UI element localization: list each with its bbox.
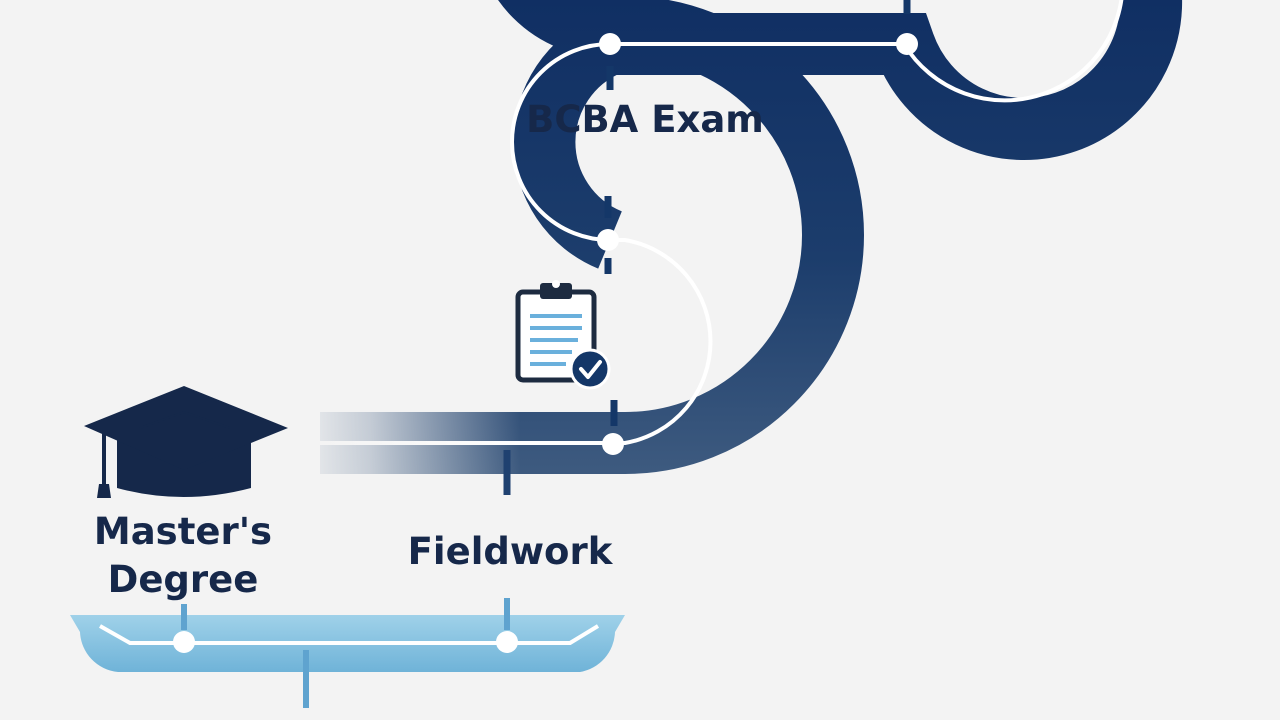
road-milestone-dots — [597, 33, 918, 455]
main-road — [285, 0, 1183, 485]
masters-degree-label-line1: Master's — [94, 510, 272, 553]
clipboard-check-icon — [515, 280, 611, 390]
bcba-exam-label: BCBA Exam — [526, 98, 764, 141]
lower-road — [70, 598, 625, 708]
graduation-cap-icon — [84, 386, 288, 498]
masters-degree-label-line2: Degree — [108, 558, 259, 601]
fieldwork-label: Fieldwork — [408, 530, 614, 573]
road-tick-marks — [503, 0, 911, 495]
